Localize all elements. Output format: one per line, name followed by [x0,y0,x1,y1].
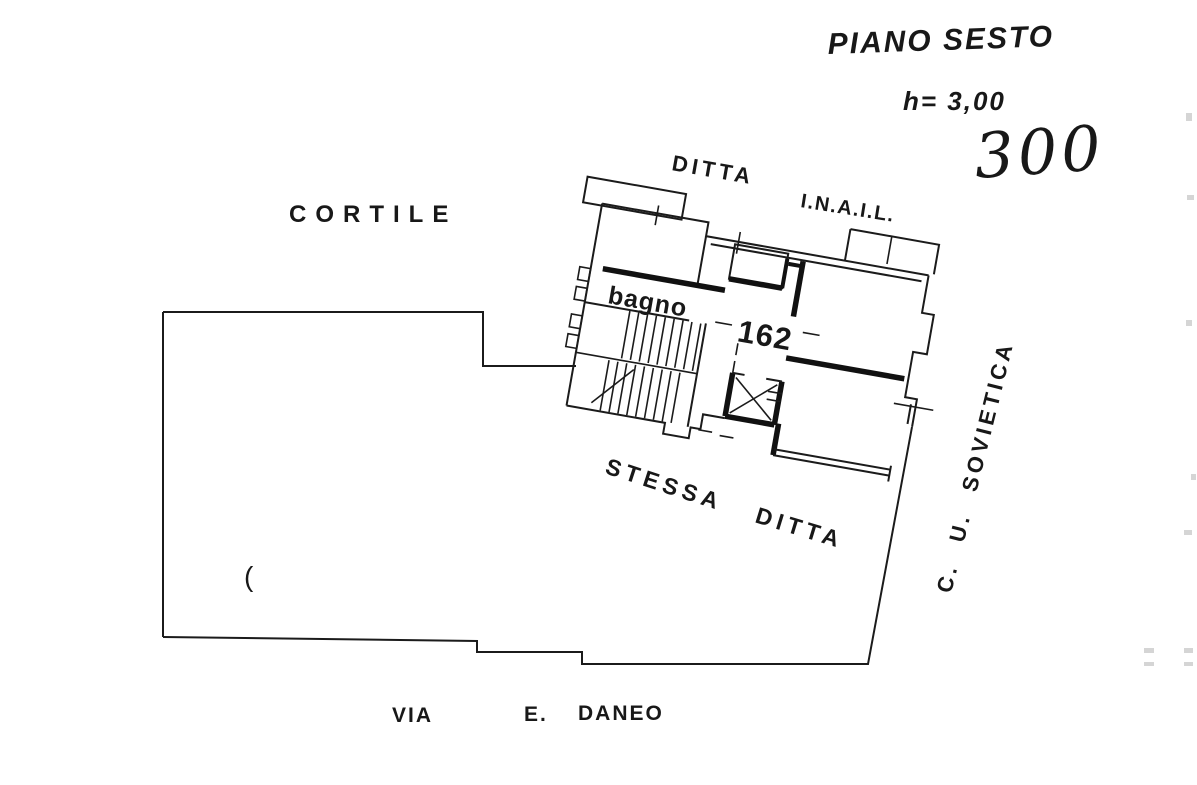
west-window-tab-2 [573,285,589,303]
duct-shaft-thick-east [780,258,790,289]
window-tick-terrace-left [654,205,660,226]
terrace-top-left [581,175,688,221]
label-via: VIA [392,704,433,727]
stray-pen-mark: ( [244,561,254,592]
window-tick-shaft-top [735,231,742,254]
antebath-wall [696,235,708,286]
label-via-e: E. [524,703,548,726]
stairs-landing-line [575,351,698,375]
exterior-walls [564,175,941,440]
door-dash-hall-bottom [698,428,734,439]
area-number: 300 [972,111,1107,193]
bagno-south-wall [584,301,690,322]
north-wall-inner-face [710,243,922,283]
bagno-north-thick-wall [602,266,726,293]
balcony-railing-lines [772,448,892,482]
floor-title: PIANO SESTO [827,20,1055,61]
window-tick-terrace-right [886,236,893,265]
door-dash-right-of-162 [802,331,820,337]
elevator-thick-walls [722,372,785,428]
stairs-lower-flight-treads [599,360,681,424]
elevator-door-jambs [732,371,783,383]
window-sill-tick-east [893,402,934,412]
ceiling-height-note: h= 3,00 [903,86,1006,116]
west-window-tab-3 [568,313,584,330]
west-window-tab-1 [576,265,592,283]
stairs-break-line [590,368,635,404]
west-wall [565,203,604,406]
window-ticks [654,205,934,412]
lot-boundaries [162,311,913,665]
west-window-tab-4 [564,332,580,350]
door-dash-room-divider [766,390,782,403]
building-plan: bagno 162 [564,175,941,482]
south-wall-stairblock [566,404,725,440]
label-via-daneo: DANEO [578,702,664,725]
door-dash-hall-vertical [731,343,739,373]
elevator-shaft [722,371,785,428]
stairs-upper-flight-treads [620,310,702,371]
room-right-west-thick-wall [790,260,806,318]
street-south-boundary [162,426,913,665]
door-dashes [698,321,820,439]
interior-walls [584,235,905,456]
scan-artifacts [1144,113,1196,666]
door-dash-left-of-162 [715,321,733,326]
courtyard-north-boundary [163,311,576,367]
north-wall [601,202,929,277]
terrace-top-right [843,228,941,275]
rooms-divider-thick-wall [785,355,905,382]
east-window-inner [906,404,912,425]
label-cortile: CORTILE [289,201,457,228]
balcony-southeast [772,448,892,482]
duct-shaft-thick-south [728,276,783,291]
stairs [575,310,702,424]
east-wall-niches [903,275,935,427]
elevator-x-mark [729,376,778,421]
stairwell-east-wall [686,323,707,428]
